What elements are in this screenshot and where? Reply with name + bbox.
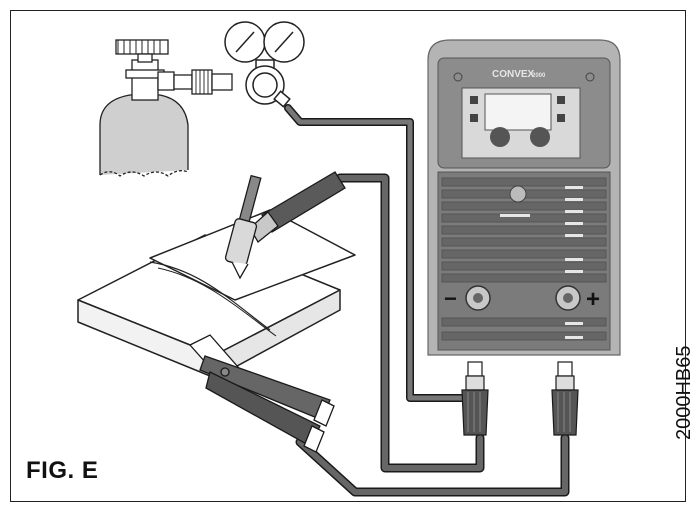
negative-socket-icon <box>465 285 491 311</box>
earth-clamp-icon <box>188 334 335 453</box>
welding-machine-icon: CONVEX 2000 − + <box>427 39 621 356</box>
negative-symbol: − <box>444 286 457 311</box>
positive-socket-icon <box>555 285 581 311</box>
gas-hose <box>284 104 469 402</box>
gas-bottle-icon <box>99 39 189 177</box>
earth-plug-icon <box>551 361 579 436</box>
torch-plug-icon <box>461 361 489 436</box>
tig-torch-icon <box>224 171 346 280</box>
figure-code: 2000HB65 <box>673 345 695 440</box>
figure-label: FIG. E <box>26 457 99 484</box>
machine-brand: CONVEX <box>492 69 535 80</box>
earth-cable <box>295 433 570 497</box>
gas-connector <box>173 69 233 95</box>
workpiece-plates <box>77 209 356 379</box>
machine-model: 2000 <box>532 73 546 79</box>
torch-cable <box>335 173 485 473</box>
positive-symbol: + <box>586 286 600 313</box>
figure-frame <box>10 10 686 502</box>
pressure-regulator-icon <box>224 21 305 108</box>
